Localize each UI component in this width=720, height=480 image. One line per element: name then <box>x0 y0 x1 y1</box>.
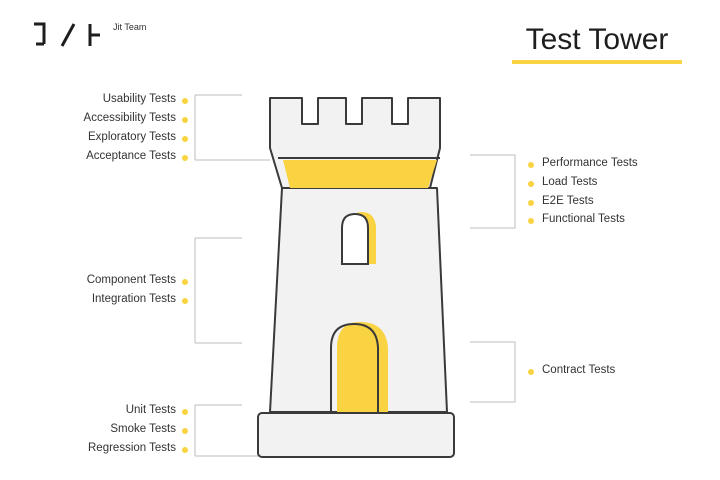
door <box>330 322 379 412</box>
bullet-dot <box>182 117 188 123</box>
label-accessibility-tests: Accessibility Tests <box>83 112 176 124</box>
title-underline <box>512 60 682 64</box>
bullet-dot <box>528 218 534 224</box>
group-brackets <box>194 94 516 457</box>
brand-name: Jit Team <box>113 22 147 32</box>
label-regression-tests: Regression Tests <box>88 442 176 454</box>
bullet-dot <box>182 155 188 161</box>
tower-yellow-band <box>283 160 437 188</box>
bullet-dot <box>182 298 188 304</box>
label-usability-tests: Usability Tests <box>102 93 176 105</box>
bullet-dot <box>182 447 188 453</box>
bullet-dot <box>528 200 534 206</box>
label-performance-tests: Performance Tests <box>542 157 638 169</box>
tower-base <box>257 412 455 458</box>
label-smoke-tests: Smoke Tests <box>110 423 176 435</box>
page-title: Test Tower <box>525 23 669 56</box>
label-exploratory-tests: Exploratory Tests <box>88 131 176 143</box>
bullet-dot <box>528 181 534 187</box>
label-load-tests: Load Tests <box>542 176 598 188</box>
label-e2e-tests: E2E Tests <box>542 195 594 207</box>
bullet-dot <box>182 409 188 415</box>
bullet-dot <box>182 428 188 434</box>
label-functional-tests: Functional Tests <box>542 213 625 225</box>
jit-team-logo-icon <box>34 22 100 47</box>
bullet-dot <box>182 279 188 285</box>
label-unit-tests: Unit Tests <box>125 404 176 416</box>
bullet-dot <box>528 162 534 168</box>
door-fill <box>337 322 388 412</box>
label-component-tests: Component Tests <box>86 274 176 286</box>
window <box>341 212 369 265</box>
bullet-dot <box>528 369 534 375</box>
bullet-dot <box>182 98 188 104</box>
bullet-dot <box>182 136 188 142</box>
label-acceptance-tests: Acceptance Tests <box>86 150 176 162</box>
label-contract-tests: Contract Tests <box>542 364 616 376</box>
label-integration-tests: Integration Tests <box>91 293 176 305</box>
